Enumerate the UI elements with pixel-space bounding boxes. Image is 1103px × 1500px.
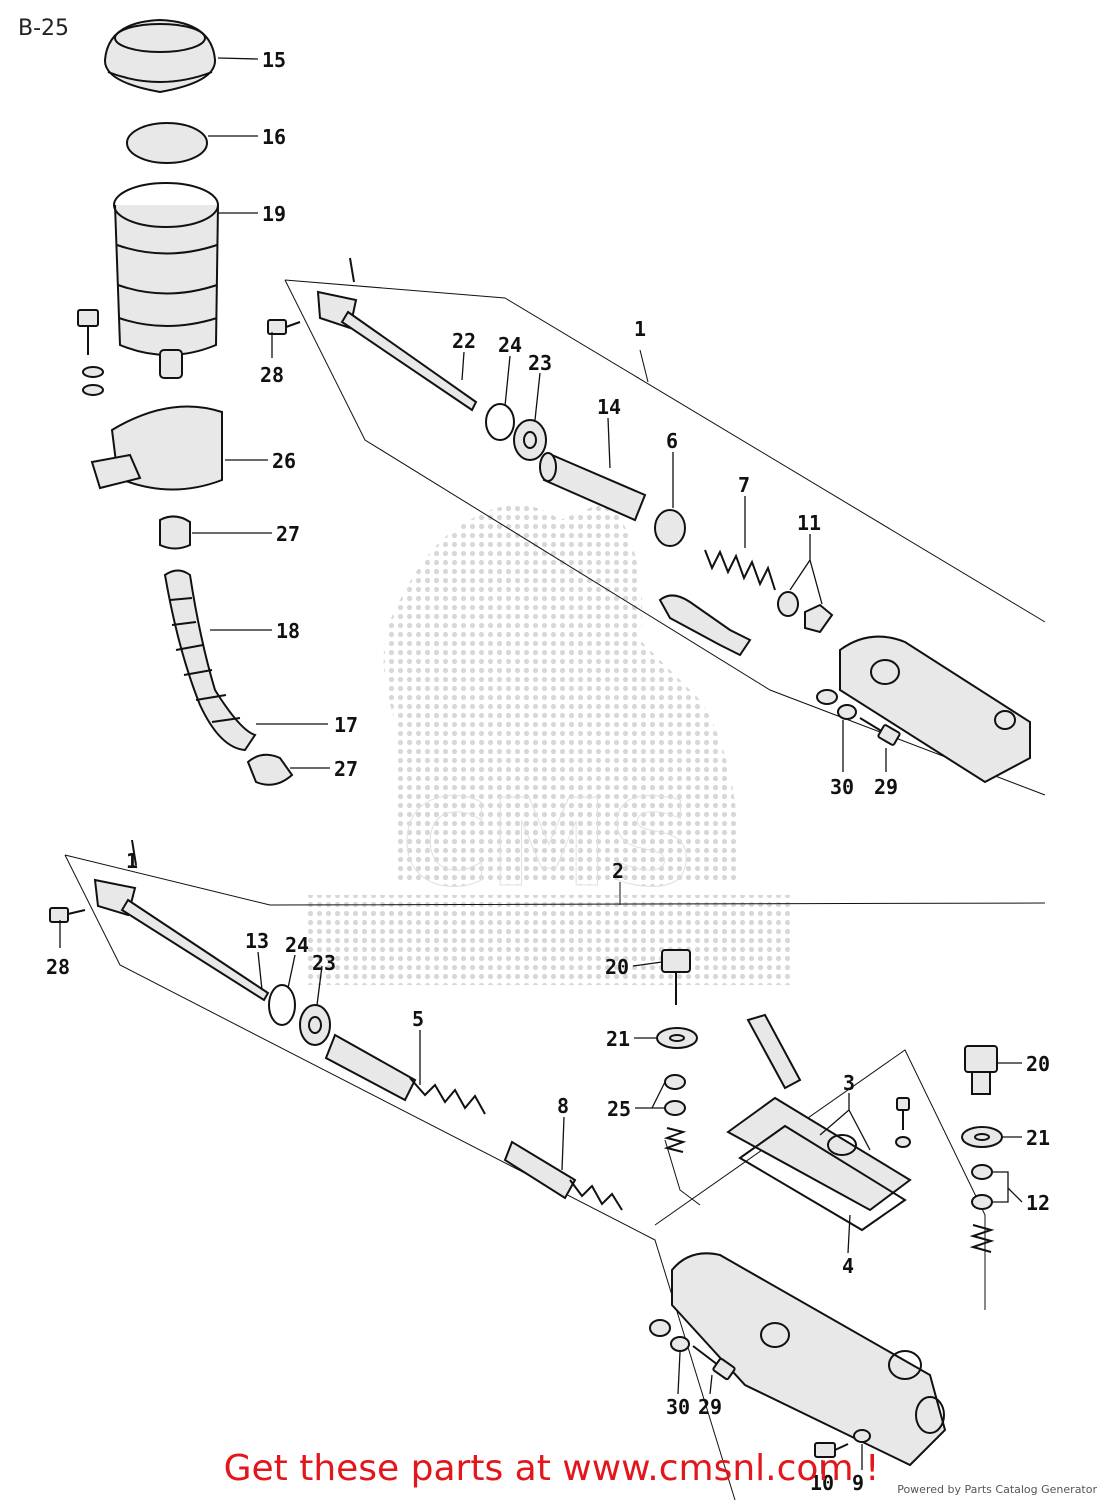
callout-17: 17 <box>334 713 358 737</box>
callout-27-upper: 27 <box>276 522 300 546</box>
callout-30-upper: 30 <box>830 775 854 799</box>
push-rod-upper <box>316 290 478 412</box>
master-cylinder-body-upper <box>839 635 1031 784</box>
callout-21-left: 21 <box>606 1027 630 1051</box>
callout-labels: 15 16 19 28 22 24 23 1 14 6 7 11 26 27 1… <box>46 48 1050 1495</box>
mount-washers-lower <box>649 1319 690 1352</box>
bleeder-bolt-lower <box>661 949 691 1005</box>
callout-29-lower: 29 <box>698 1395 722 1419</box>
reservoir-hose <box>163 569 257 752</box>
buy-parts-banner[interactable]: Get these parts at www.cmsnl.com ! <box>223 1448 880 1489</box>
callout-26: 26 <box>272 449 296 473</box>
sealing-washer-lower <box>656 1027 698 1049</box>
hose-clip-upper <box>159 515 191 550</box>
push-rod-lower <box>93 878 270 1002</box>
callout-7: 7 <box>738 473 750 497</box>
callout-2: 2 <box>612 859 624 883</box>
callout-24-upper: 24 <box>498 333 522 357</box>
mount-washers-upper <box>816 689 857 720</box>
circlip-upper <box>485 403 515 441</box>
reservoir-cap <box>103 18 217 94</box>
washer-upper <box>513 419 547 461</box>
master-cylinder-body-lower <box>671 1252 947 1467</box>
watermark-brand-text: CMS <box>401 775 695 914</box>
callout-9: 9 <box>852 1471 864 1495</box>
callout-20-left: 20 <box>605 955 629 979</box>
piston-secondary-lower <box>503 1140 623 1211</box>
callout-30-lower: 30 <box>666 1395 690 1419</box>
callout-21-right: 21 <box>1026 1126 1050 1150</box>
outlet-fitting-upper <box>658 594 752 657</box>
callout-20-right: 20 <box>1026 1052 1050 1076</box>
callout-14: 14 <box>597 395 621 419</box>
return-spring-upper <box>704 549 776 591</box>
primary-cup-upper <box>654 509 686 547</box>
callout-25: 25 <box>607 1097 631 1121</box>
callout-28-lower: 28 <box>46 955 70 979</box>
callout-11: 11 <box>797 511 821 535</box>
washer-lower <box>299 1004 331 1046</box>
callout-23-upper: 23 <box>528 351 552 375</box>
leader-lines <box>59 57 1023 1474</box>
callout-19: 19 <box>262 202 286 226</box>
callout-8: 8 <box>557 1094 569 1118</box>
mount-bolt-lower <box>692 1345 736 1381</box>
reservoir-band-bracket <box>90 405 223 491</box>
callout-28-upper: 28 <box>260 363 284 387</box>
reservoir-tank <box>113 182 219 379</box>
sealing-washer-right <box>961 1126 1003 1148</box>
reservoir-joint-lower <box>746 1013 802 1090</box>
reservoir-diaphragm-plate <box>126 122 208 164</box>
reservoir-bolt <box>77 309 104 396</box>
callout-24-lower: 24 <box>285 933 309 957</box>
callout-15: 15 <box>262 48 286 72</box>
hose-clip-lower <box>246 753 294 786</box>
valve-set-right <box>969 1164 995 1253</box>
callout-12: 12 <box>1026 1191 1050 1215</box>
page-label: B-25 <box>18 16 70 41</box>
callout-4: 4 <box>842 1254 854 1278</box>
check-valve-upper <box>777 591 834 634</box>
cms-watermark-logo: CMS <box>305 500 790 985</box>
callout-5: 5 <box>412 1007 424 1031</box>
callout-29-upper: 29 <box>874 775 898 799</box>
callout-6: 6 <box>666 429 678 453</box>
cotter-pin-upper <box>349 257 355 283</box>
callout-22: 22 <box>452 329 476 353</box>
callout-13: 13 <box>245 929 269 953</box>
powered-by-credit: Powered by Parts Catalog Generator <box>897 1483 1097 1496</box>
outlet-bolt-right <box>964 1045 998 1095</box>
valve-set-left <box>663 1074 687 1153</box>
circlip-lower <box>268 984 296 1026</box>
cotter-pin-lower <box>131 839 137 866</box>
callout-18: 18 <box>276 619 300 643</box>
callout-27-lower: 27 <box>334 757 358 781</box>
piston-lower <box>324 1033 486 1115</box>
piston-upper <box>539 452 647 522</box>
callout-16: 16 <box>262 125 286 149</box>
callout-1-upper: 1 <box>634 317 646 341</box>
mount-bolt-upper <box>859 717 901 746</box>
gasket-lower <box>738 1124 907 1232</box>
callout-3: 3 <box>843 1071 855 1095</box>
clevis-pin-upper <box>267 319 301 335</box>
callout-23-lower: 23 <box>312 951 336 975</box>
reservoir-joint-plate <box>726 1096 912 1212</box>
callout-10: 10 <box>810 1471 834 1495</box>
clevis-pin-lower <box>49 907 86 923</box>
bottom-bolt-lower <box>814 1429 871 1458</box>
callout-1-lower: 1 <box>126 849 138 873</box>
small-screw-lower <box>895 1097 911 1148</box>
